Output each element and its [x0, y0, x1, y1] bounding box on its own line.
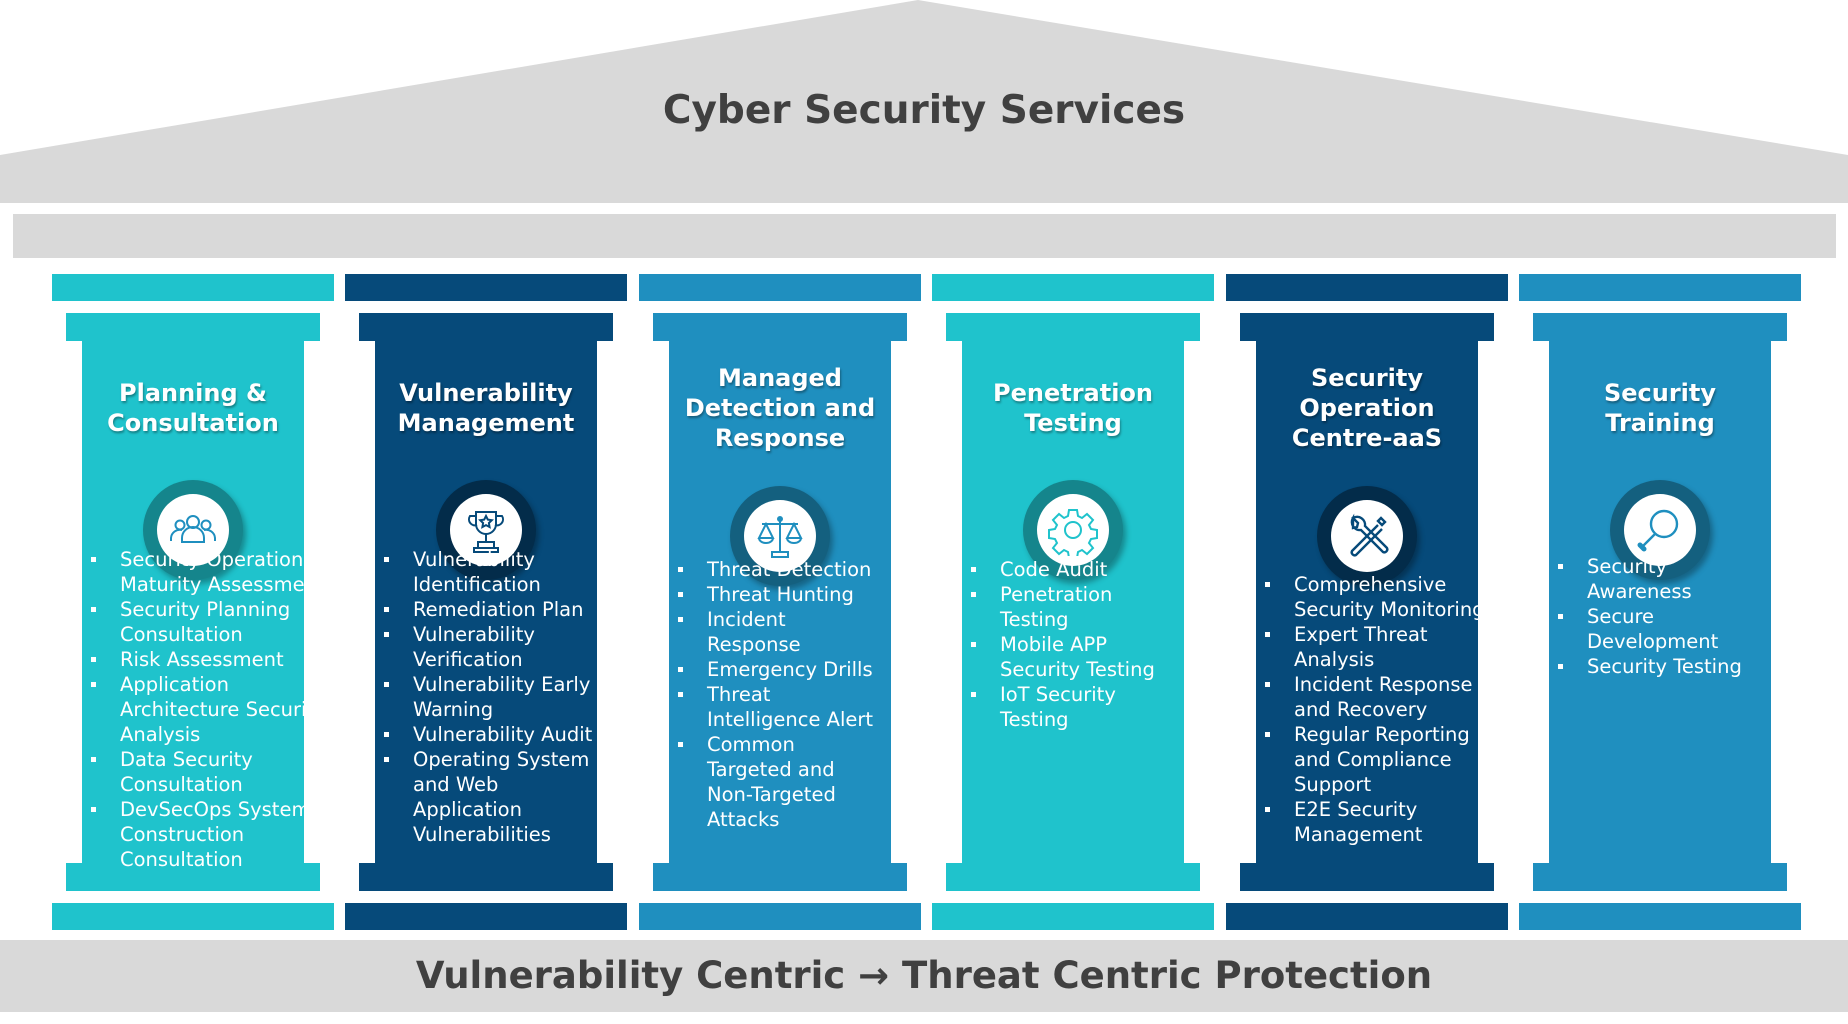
pillar-capital	[1226, 274, 1508, 301]
pillar-icon-badge	[1610, 480, 1710, 580]
pillar-base	[345, 903, 627, 930]
pillar-flange-top	[359, 313, 613, 341]
magnifier-icon	[1637, 509, 1679, 552]
list-item: Vulnerability Audit	[381, 722, 603, 747]
pillar-shaft	[669, 341, 891, 863]
page-title: Cyber Security Services	[662, 88, 1186, 133]
pillar-base	[52, 903, 334, 930]
pillar-capital	[1519, 274, 1801, 301]
pillar-capital	[52, 274, 334, 301]
list-item: Code Audit	[968, 557, 1190, 582]
pillar-shaft	[375, 341, 597, 863]
foundation	[0, 940, 1848, 1012]
tools-icon	[1350, 513, 1389, 557]
pillar-shaft	[1256, 341, 1478, 863]
pillar-flange-top	[1240, 313, 1494, 341]
pillar-flange-bottom	[946, 863, 1200, 891]
pillar-flange-top	[66, 313, 320, 341]
pillar-icon-badge	[436, 480, 536, 580]
pillar-flange-bottom	[1533, 863, 1787, 891]
roof	[0, 0, 1848, 203]
pillar-planning-consultation: Planning &Consultation Security Operatio…	[52, 274, 334, 930]
pillar-base	[932, 903, 1214, 930]
pillar-base	[1519, 903, 1801, 930]
pillar-capital	[932, 274, 1214, 301]
pillar-shaft	[1549, 341, 1771, 863]
pillar-flange-top	[1533, 313, 1787, 341]
pillar-icon-badge	[143, 480, 243, 580]
list-item: Security Testing	[1555, 654, 1777, 679]
pillar-list: Threat Detection Threat Hunting Incident…	[675, 557, 897, 832]
pillar-flange-bottom	[1240, 863, 1494, 891]
pillar-base	[639, 903, 921, 930]
list-item: Emergency Drills	[675, 657, 897, 682]
list-item: Threat Detection	[675, 557, 897, 582]
pillar-flange-bottom	[66, 863, 320, 891]
list-item: Threat Hunting	[675, 582, 897, 607]
pillar-flange-top	[946, 313, 1200, 341]
list-item: Risk Assessment	[88, 647, 318, 672]
gear-icon	[1048, 509, 1098, 556]
pillar-base	[1226, 903, 1508, 930]
people-group-icon	[170, 515, 216, 543]
foundation-label: Vulnerability Centric → Threat Centric P…	[415, 954, 1433, 997]
pillar-icon-badge	[1023, 480, 1123, 580]
list-item: Remediation Plan	[381, 597, 603, 622]
pillar-shaft	[962, 341, 1184, 863]
pillar-shaft	[82, 341, 304, 863]
trophy-icon	[467, 511, 505, 553]
pillar-title: Planning &Consultation	[107, 379, 279, 437]
pillar-flange-bottom	[359, 863, 613, 891]
pillar-flange-top	[653, 313, 907, 341]
scales-icon	[757, 516, 803, 558]
pillar-icon-badge	[1317, 486, 1417, 586]
roof-beam	[13, 214, 1836, 258]
pillar-flange-bottom	[653, 863, 907, 891]
pillar-capital	[345, 274, 627, 301]
pillar-capital	[639, 274, 921, 301]
pillar-icon-badge	[730, 486, 830, 586]
